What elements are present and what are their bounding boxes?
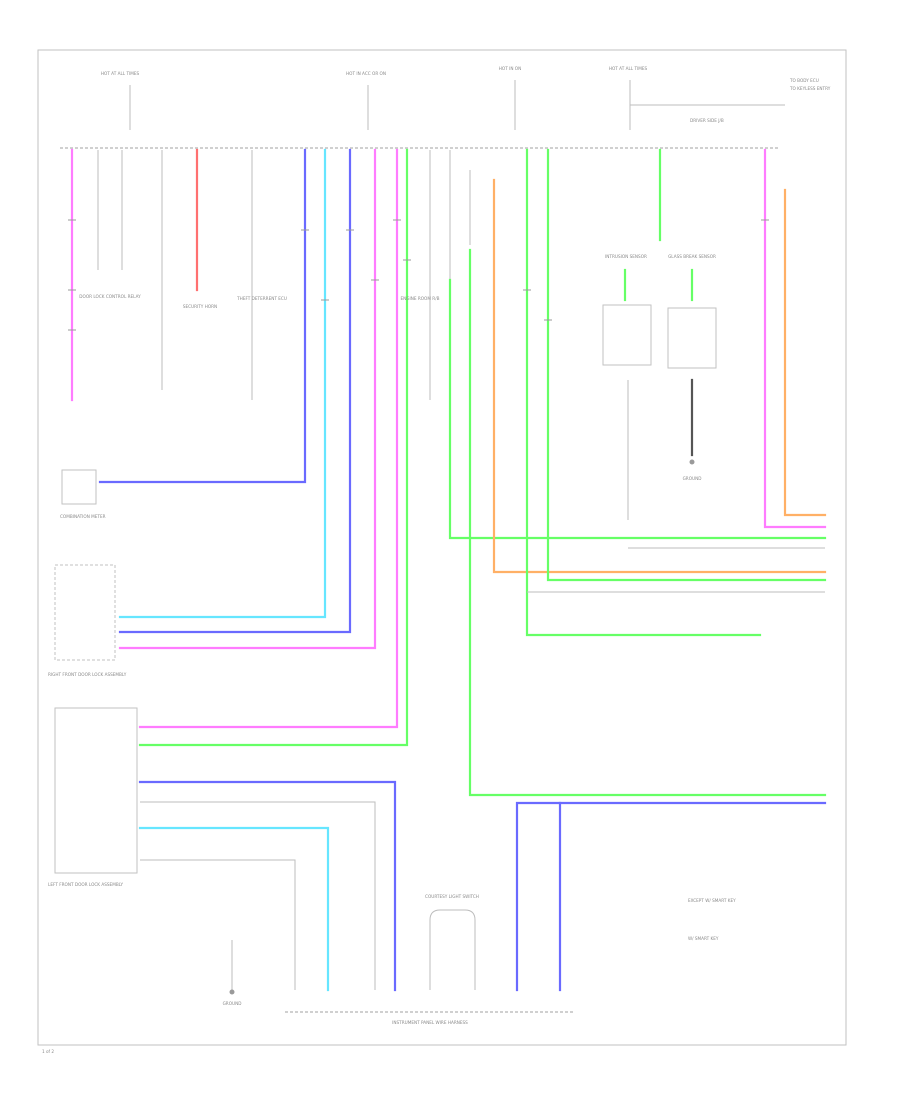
wire-green-3 (468, 248, 827, 797)
combination-meter-label: COMBINATION METER (60, 514, 106, 519)
ground-right-symbol (689, 459, 695, 465)
right-front-door-label: RIGHT FRONT DOOR LOCK ASSEMBLY (48, 672, 127, 677)
left-front-door-box (54, 707, 138, 874)
engine-room-label: ENGINE ROOM R/B (400, 296, 439, 301)
intrusion-sensor-label: INTRUSION SENSOR (605, 254, 647, 259)
wire-orange-right (783, 188, 827, 517)
bottom-connector-label-top: COURTESY LIGHT SWITCH (425, 894, 479, 899)
fuse-label-4: HOT AT ALL TIMES (609, 66, 648, 71)
right-top-label-1: TO BODY ECU (789, 78, 819, 83)
intrusion-sensor-box (602, 304, 652, 366)
wire-gray-12 (140, 859, 296, 990)
door-lock-relay-label: DOOR LOCK CONTROL RELAY (79, 294, 141, 299)
diagram-frame (37, 49, 847, 1046)
bottom-connector-label: INSTRUMENT PANEL WIRE HARNESS (392, 1020, 468, 1025)
wire-blue-3 (138, 780, 397, 992)
ground-left-label: GROUND (223, 1001, 242, 1006)
wire-pink-right (763, 148, 827, 529)
right-top-label-2: TO KEYLESS ENTRY (789, 86, 831, 91)
fuse-label-2: HOT IN ACC OR ON (346, 71, 386, 76)
wire-ticks (68, 219, 769, 331)
wire-orange-mid (492, 178, 827, 574)
note-1: EXCEPT W/ SMART KEY (688, 898, 736, 903)
security-horn-label: SECURITY HORN (183, 304, 217, 309)
wire-green-4 (525, 148, 762, 637)
wire-blue-2 (118, 148, 352, 634)
ground-right-label: GROUND (683, 476, 702, 481)
wire-blue-4 (515, 801, 827, 992)
wire-gray-11 (140, 801, 376, 990)
wire-green-5 (546, 148, 827, 582)
theft-ecu-label: THEFT DETERRENT ECU (236, 296, 287, 301)
wire-green-1 (138, 148, 409, 747)
glass-break-sensor-box (667, 307, 717, 369)
left-front-door-label: LEFT FRONT DOOR LOCK ASSEMBLY (48, 882, 123, 887)
ground-left-symbol (229, 989, 235, 995)
wire-cyan-2 (138, 826, 330, 992)
fuse-label-3: HOT IN ON (499, 66, 521, 71)
wire-cyan-1 (118, 148, 327, 619)
page-code: 1 of 2 (42, 1049, 54, 1054)
wire-pink-3 (138, 148, 399, 729)
note-2: W/ SMART KEY (688, 936, 719, 941)
combination-meter-box (61, 469, 97, 505)
fuse-label-1: HOT AT ALL TIMES (101, 71, 140, 76)
glass-break-sensor-label: GLASS BREAK SENSOR (668, 254, 716, 259)
right-front-door-box (54, 564, 116, 661)
wire-blue-1 (98, 148, 307, 484)
wire-green-2 (448, 278, 827, 540)
bottom-connector-loop (429, 909, 476, 990)
junction-block-label: DRIVER SIDE J/B (690, 118, 724, 123)
wire-pink-2 (118, 148, 377, 650)
